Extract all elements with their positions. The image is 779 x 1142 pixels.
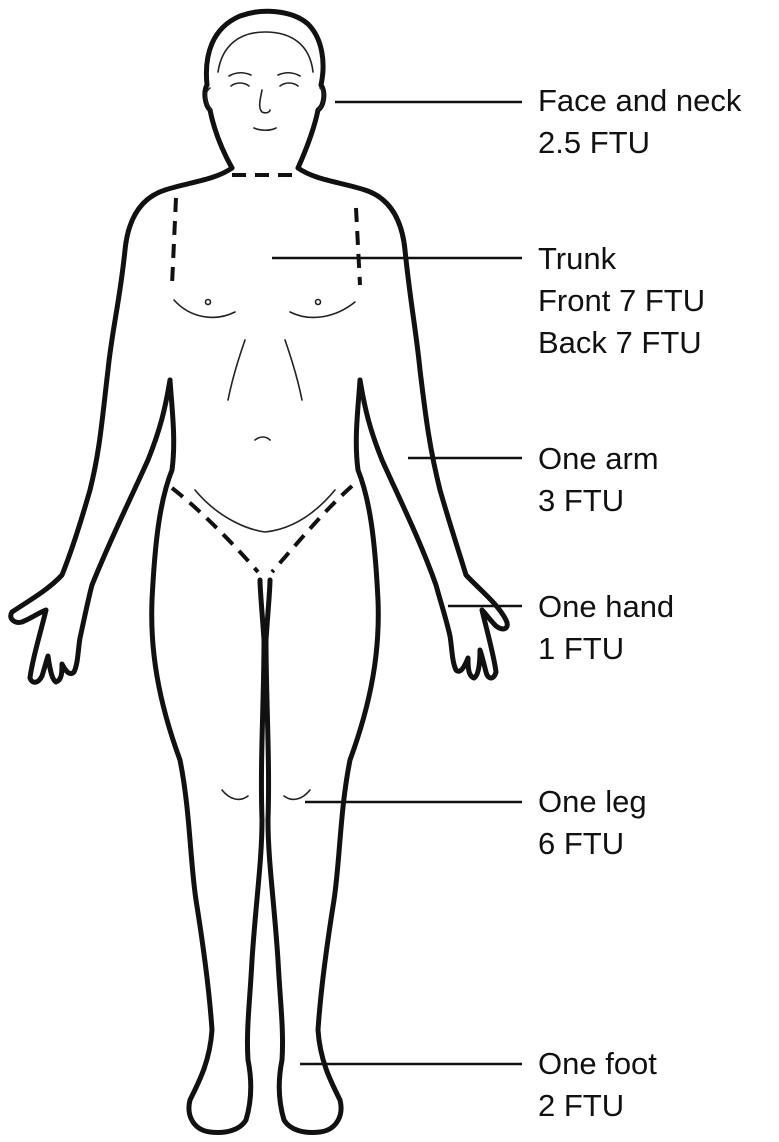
right-shoulder-boundary bbox=[356, 208, 360, 285]
label-face-neck-amount: 2.5 FTU bbox=[538, 122, 741, 164]
right-eye bbox=[280, 83, 298, 86]
mouth bbox=[254, 128, 276, 130]
torso-right bbox=[266, 380, 378, 1133]
label-trunk-back: Back 7 FTU bbox=[538, 322, 705, 364]
ribcage-left bbox=[228, 340, 245, 400]
label-foot: One foot 2 FTU bbox=[538, 1043, 657, 1127]
right-knee bbox=[284, 790, 310, 799]
label-foot-name: One foot bbox=[538, 1043, 657, 1085]
label-foot-amount: 2 FTU bbox=[538, 1085, 657, 1127]
left-eye bbox=[231, 83, 249, 86]
label-hand-amount: 1 FTU bbox=[538, 628, 674, 670]
left-brow bbox=[229, 73, 251, 76]
label-hand: One hand 1 FTU bbox=[538, 586, 674, 670]
label-face-neck-name: Face and neck bbox=[538, 80, 741, 122]
ribcage-right bbox=[285, 340, 302, 400]
hairline bbox=[218, 32, 313, 72]
label-leg-amount: 6 FTU bbox=[538, 823, 647, 865]
right-nipple bbox=[316, 300, 321, 305]
torso-left bbox=[152, 380, 264, 1133]
label-arm-name: One arm bbox=[538, 438, 659, 480]
label-hand-name: One hand bbox=[538, 586, 674, 628]
label-arm-amount: 3 FTU bbox=[538, 480, 659, 522]
left-knee bbox=[222, 790, 248, 799]
label-trunk: Trunk Front 7 FTU Back 7 FTU bbox=[538, 238, 705, 364]
left-shoulder-boundary bbox=[172, 198, 176, 285]
label-face-neck: Face and neck 2.5 FTU bbox=[538, 80, 741, 164]
navel bbox=[255, 437, 270, 440]
label-leg-name: One leg bbox=[538, 781, 647, 823]
left-groin-boundary bbox=[172, 488, 258, 572]
label-leg: One leg 6 FTU bbox=[538, 781, 647, 865]
label-trunk-front: Front 7 FTU bbox=[538, 280, 705, 322]
label-trunk-name: Trunk bbox=[538, 238, 705, 280]
label-arm: One arm 3 FTU bbox=[538, 438, 659, 522]
left-side-outline bbox=[11, 168, 232, 682]
right-groin-boundary bbox=[272, 486, 352, 572]
head-outline bbox=[205, 11, 324, 168]
right-brow bbox=[278, 73, 300, 76]
nose bbox=[260, 90, 270, 113]
right-side-outline bbox=[298, 168, 507, 678]
right-chest bbox=[290, 302, 355, 317]
left-chest bbox=[174, 300, 235, 317]
left-nipple bbox=[206, 300, 211, 305]
